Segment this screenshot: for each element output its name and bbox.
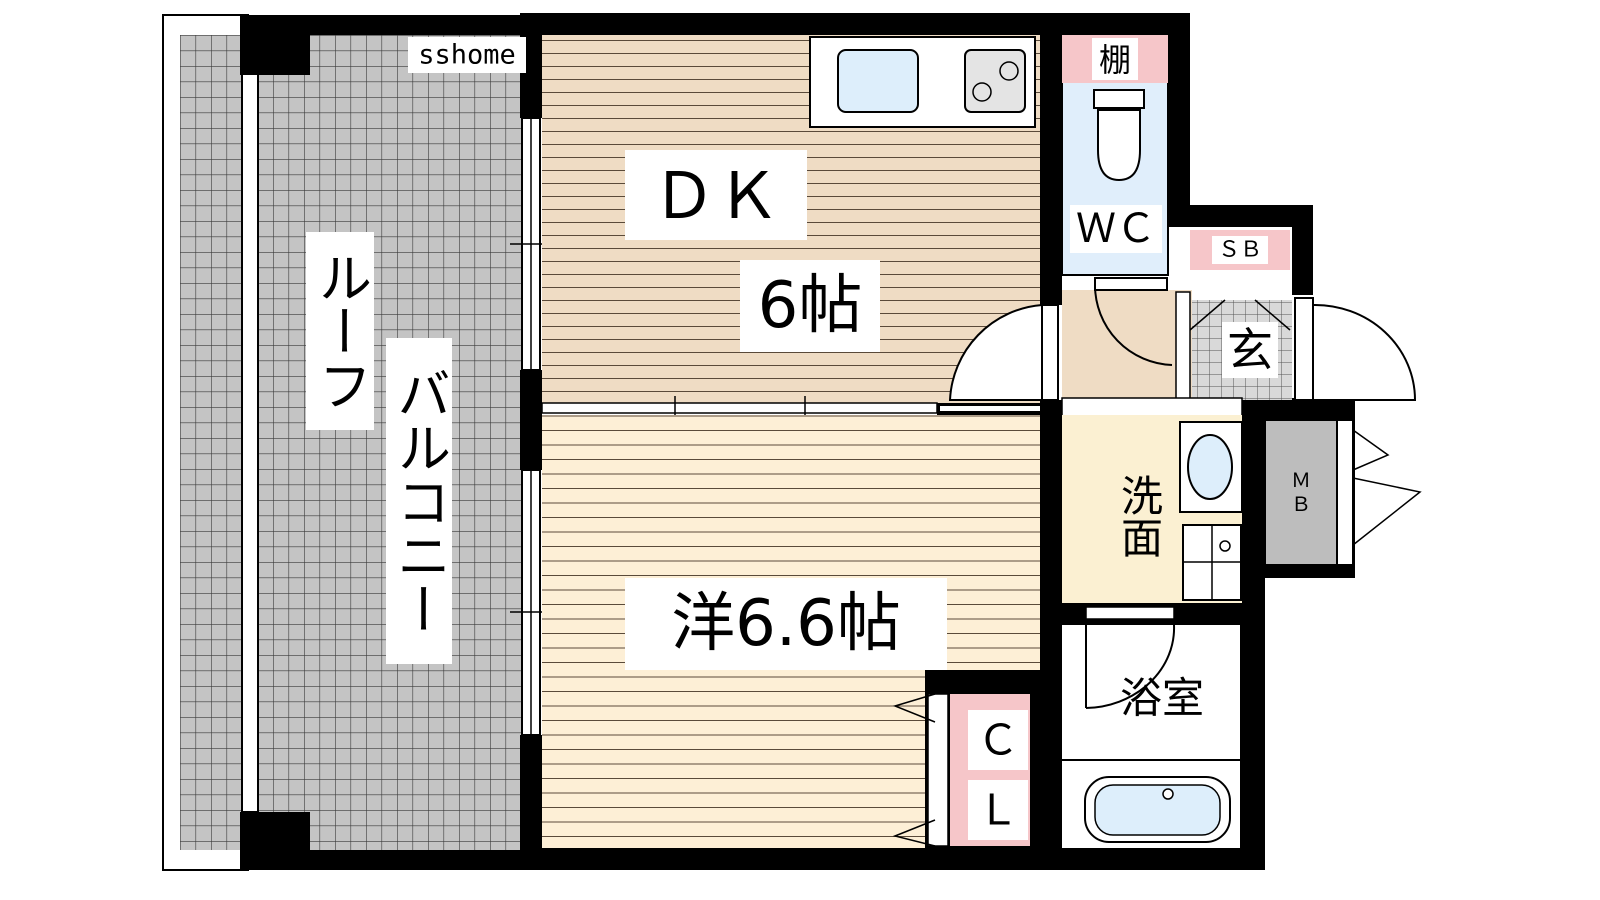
entrance-door-frame — [1294, 297, 1314, 401]
door-leaf — [1094, 277, 1168, 291]
interior-wall — [1040, 400, 1062, 870]
bathtub-inner — [1094, 784, 1221, 836]
balcony-label-bg — [386, 338, 452, 664]
western-label-bg — [625, 578, 947, 670]
dk-name-label-bg — [625, 150, 807, 240]
washroom-label: 洗面 — [1115, 474, 1164, 558]
balcony-railing — [241, 71, 259, 813]
shoe-box-label: ＳＢ — [1218, 238, 1262, 263]
burner-icon — [972, 82, 992, 102]
closet-label-c: Ｃ — [977, 716, 1019, 765]
wash-basin-icon — [1187, 434, 1233, 500]
wall-sb-top — [1168, 205, 1313, 227]
closet-door-swing — [892, 693, 936, 723]
closet-label-l: Ｌ — [977, 786, 1019, 835]
meter-box-label-m: Ｍ — [1291, 468, 1311, 492]
closet-l-label-bg — [968, 780, 1028, 840]
dk-size-label-bg — [740, 260, 880, 352]
closet-c-label-bg — [968, 710, 1028, 770]
drain-icon — [1219, 540, 1231, 552]
partition-end-inner — [940, 406, 1040, 411]
entrance-floor-border — [1175, 291, 1191, 401]
dk-room-size: 6帖 — [758, 269, 863, 343]
bath-door-swing — [1085, 624, 1176, 709]
sliding-door-partition — [541, 402, 938, 414]
shelf-label: 棚 — [1099, 41, 1131, 79]
step-line — [1061, 397, 1243, 417]
meter-box-label-b: Ｂ — [1291, 492, 1311, 516]
door-leaf — [1041, 304, 1059, 401]
bath-door — [1085, 606, 1175, 620]
wall-segment — [240, 15, 535, 35]
wall-segment — [240, 850, 535, 870]
wash-label-bg — [1108, 460, 1170, 572]
door-swing-entrance — [1312, 303, 1417, 401]
entrance-label-bg — [1222, 322, 1278, 378]
watermark-bg — [408, 37, 526, 73]
watermark-text: sshome — [418, 40, 516, 71]
bathroom-label: 浴室 — [1120, 674, 1204, 723]
stove — [964, 49, 1026, 113]
dk-room-name: ＤＫ — [652, 160, 780, 234]
wc-label-bg — [1070, 205, 1162, 253]
sb-door-swing — [1254, 299, 1291, 331]
wall-bottom — [520, 848, 1265, 870]
meter-box-door — [1336, 419, 1354, 566]
roof-label: ルーフ — [309, 250, 372, 412]
shoe-box-label-bg — [1212, 236, 1268, 264]
meter-door-swing — [1352, 429, 1390, 471]
kitchen-sink — [837, 49, 919, 113]
balcony-label: バルコニー — [388, 366, 451, 636]
shelf-label-bg — [1092, 38, 1138, 80]
entrance-label: 玄 — [1227, 323, 1273, 377]
toilet-tank — [1093, 89, 1145, 109]
balcony-area — [180, 35, 530, 850]
door-swing-wc — [1094, 284, 1173, 366]
toilet-icon — [1097, 109, 1141, 182]
wall-left-bottom — [520, 735, 542, 870]
wc-label: ＷＣ — [1076, 206, 1156, 252]
tub-drain-icon — [1162, 788, 1174, 800]
burner-icon — [999, 61, 1019, 81]
roof-label-bg — [306, 232, 374, 430]
meter-box — [1264, 419, 1338, 566]
meter-door-swing — [1352, 477, 1422, 546]
interior-wall — [1040, 35, 1062, 305]
western-room-label: 洋6.6帖 — [671, 587, 901, 661]
sb-door-swing — [1189, 299, 1226, 331]
wall-left-mid — [520, 370, 542, 470]
closet-door-area — [927, 693, 949, 847]
closet-door-swing — [892, 819, 936, 847]
wall-right-upper — [1168, 13, 1190, 213]
wall-top — [520, 13, 1188, 35]
door-swing-dk — [948, 303, 1043, 401]
wall-sb-right — [1292, 205, 1313, 295]
entrance-hall — [1062, 290, 1192, 400]
